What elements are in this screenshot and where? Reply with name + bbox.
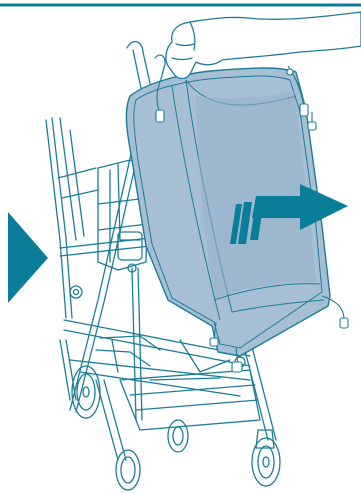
front-wheel-rear [168, 420, 188, 452]
direction-arrow-head [300, 184, 348, 230]
rear-wheel-right [116, 450, 140, 490]
stroller-wheels [72, 366, 280, 490]
stroller-handle-left [127, 42, 152, 92]
stroller-joint [70, 286, 82, 298]
rear-wheel-left [72, 366, 100, 418]
step-indicator-arrow [8, 212, 48, 303]
